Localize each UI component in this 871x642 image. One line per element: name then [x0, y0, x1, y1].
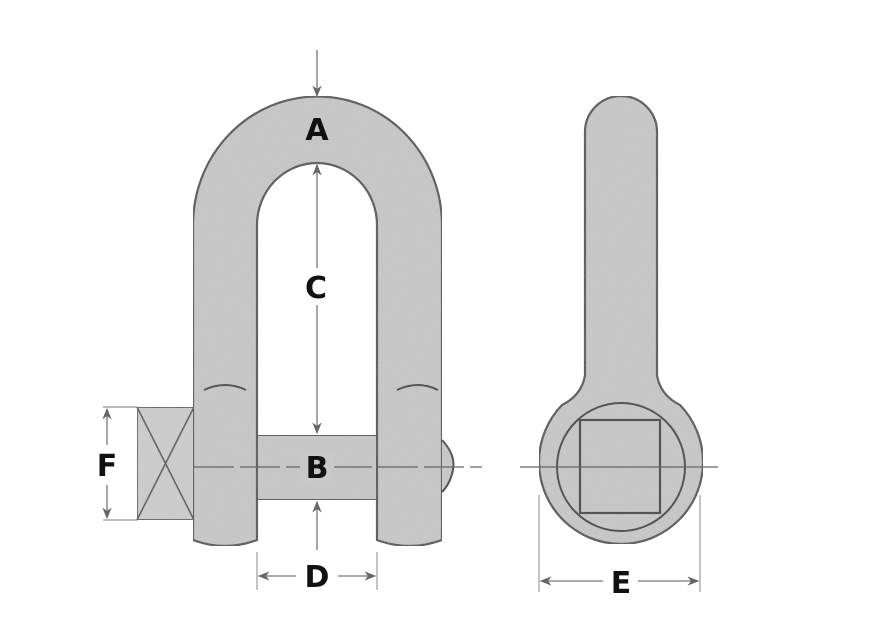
label-f: F: [97, 449, 118, 484]
pin-end-cap: [441, 439, 455, 493]
label-a: A: [305, 113, 329, 148]
dimension-e: E: [538, 495, 701, 601]
label-b: B: [306, 451, 329, 486]
side-view: [520, 94, 718, 545]
dimension-b: B: [300, 451, 334, 550]
leg-mark-right: [396, 384, 439, 391]
dimension-a: A: [305, 50, 329, 148]
dimension-f: F: [97, 406, 137, 521]
dimension-c: C: [305, 163, 327, 435]
label-e: E: [611, 566, 632, 601]
pin-head: [136, 406, 195, 521]
label-c: C: [305, 271, 327, 306]
shackle-bow: [191, 95, 444, 548]
dimension-d: D: [256, 552, 378, 595]
leg-mark-left: [203, 384, 247, 391]
side-stem-and-eye: [537, 94, 705, 545]
label-d: D: [305, 560, 330, 595]
